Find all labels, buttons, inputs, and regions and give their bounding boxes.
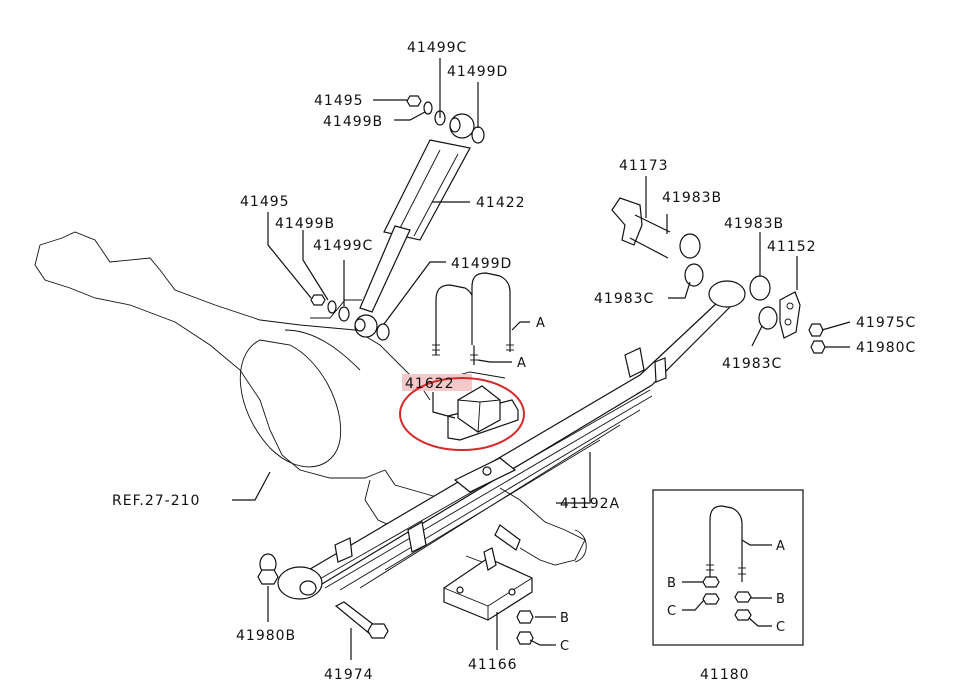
label-a-3: A bbox=[776, 539, 786, 554]
label-41499b-top[interactable]: 41499B bbox=[323, 114, 383, 130]
label-ref-27-210[interactable]: REF.27-210 bbox=[112, 493, 200, 509]
label-41499c-left[interactable]: 41499C bbox=[313, 238, 373, 254]
label-a-2: A bbox=[517, 356, 527, 371]
label-41495-top[interactable]: 41495 bbox=[314, 93, 364, 109]
label-b-3: B bbox=[776, 592, 786, 607]
label-41192a[interactable]: 41192A bbox=[560, 496, 620, 512]
label-41974[interactable]: 41974 bbox=[324, 667, 374, 683]
u-bolts bbox=[432, 272, 514, 365]
axle-housing bbox=[34, 231, 587, 566]
label-41166[interactable]: 41166 bbox=[468, 657, 518, 673]
label-41499d-mid[interactable]: 41499D bbox=[451, 256, 512, 272]
lower-shock-hardware bbox=[310, 294, 390, 341]
label-41495-left[interactable]: 41495 bbox=[240, 194, 290, 210]
label-c-1: C bbox=[560, 639, 570, 654]
label-41983b-a[interactable]: 41983B bbox=[662, 190, 722, 206]
label-c-2: C bbox=[667, 604, 677, 619]
label-41980c[interactable]: 41980C bbox=[856, 340, 916, 356]
label-41152[interactable]: 41152 bbox=[767, 239, 817, 255]
spring-seat bbox=[443, 547, 533, 621]
label-41983c-a[interactable]: 41983C bbox=[594, 291, 654, 307]
label-41983c-b[interactable]: 41983C bbox=[722, 356, 782, 372]
shackle-assembly bbox=[611, 197, 826, 354]
seat-nuts bbox=[516, 610, 534, 645]
label-a-1: A bbox=[536, 316, 546, 331]
part-labels: 41499C 41499D 41495 41499B 41422 41495 4… bbox=[112, 40, 916, 683]
upper-shock-hardware bbox=[406, 95, 485, 144]
label-41499b-left[interactable]: 41499B bbox=[275, 216, 335, 232]
label-41622[interactable]: 41622 bbox=[405, 376, 455, 392]
label-c-3: C bbox=[776, 620, 786, 635]
leaf-spring bbox=[277, 280, 746, 600]
spring-bolt bbox=[334, 601, 389, 639]
label-41180[interactable]: 41180 bbox=[700, 667, 750, 683]
label-41499c-top[interactable]: 41499C bbox=[407, 40, 467, 56]
label-41975c[interactable]: 41975C bbox=[856, 315, 916, 331]
label-41983b-b[interactable]: 41983B bbox=[724, 216, 784, 232]
label-b-2: B bbox=[667, 576, 677, 591]
highlight-circle bbox=[399, 377, 525, 451]
u-bolt-kit-inset bbox=[652, 489, 804, 646]
label-41499d-top[interactable]: 41499D bbox=[447, 64, 508, 80]
spring-nut bbox=[257, 553, 279, 585]
label-41980b[interactable]: 41980B bbox=[236, 628, 296, 644]
label-41173[interactable]: 41173 bbox=[619, 158, 669, 174]
label-b-1: B bbox=[560, 611, 570, 626]
shock-absorber bbox=[354, 113, 475, 338]
label-41422[interactable]: 41422 bbox=[476, 195, 526, 211]
leader-lines bbox=[232, 58, 851, 660]
